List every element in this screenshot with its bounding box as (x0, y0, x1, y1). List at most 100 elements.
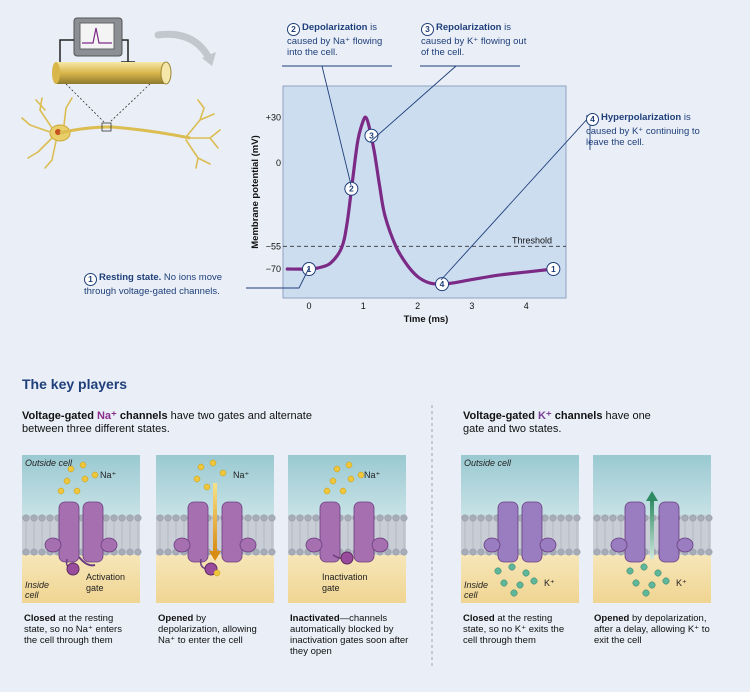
x-tick-label: 4 (524, 301, 529, 311)
x-axis-label: Time (ms) (404, 314, 449, 325)
channel-subunit (221, 501, 243, 563)
lipid-head (609, 514, 617, 522)
lipid-head (392, 548, 400, 556)
inactivation-gate-label: Inactivation gate (322, 572, 368, 593)
lipid-head (593, 514, 601, 522)
lipid-head (573, 514, 581, 522)
point-label: 1 (307, 264, 312, 274)
na-ion (323, 487, 331, 495)
channel-subunit (100, 537, 118, 553)
channel-panel-k-open (593, 455, 713, 603)
na-ion (203, 483, 211, 491)
channel-subunit (610, 537, 628, 553)
threshold-label: Threshold (512, 235, 552, 245)
y-axis-label: Membrane potential (mV) (250, 135, 261, 249)
k-ion-label-1: K⁺ (544, 578, 555, 588)
lipid-head (156, 514, 164, 522)
na-flow-arrowhead (209, 551, 221, 561)
lipid-head (260, 514, 268, 522)
outside-cell-label-k: Outside cell (464, 458, 512, 468)
lipid-head (392, 514, 400, 522)
lipid-head (477, 548, 485, 556)
lipid-head (164, 548, 172, 556)
lipid-head (288, 548, 296, 556)
lipid-head (400, 548, 408, 556)
lipid-head (134, 514, 142, 522)
lipid-head (697, 514, 705, 522)
k-ion (510, 589, 518, 597)
point-marker (435, 277, 450, 292)
point-label: 1 (551, 264, 556, 274)
inside-cell-label-na: Inside cell (25, 580, 50, 600)
lipid-head (46, 514, 54, 522)
caption-na-opened: Opened by depolarization, allowing Na⁺ t… (158, 613, 257, 646)
lipid-head (126, 548, 134, 556)
channel-subunit (371, 537, 389, 553)
lipid-head (288, 514, 296, 522)
caption-k-opened: Opened by depolarization, after a delay,… (594, 613, 710, 646)
channel-subunit (497, 501, 519, 563)
x-tick-label: 3 (469, 301, 474, 311)
inactivation-gate (340, 551, 354, 565)
na-flow-arrow (213, 483, 217, 553)
lipid-head (164, 514, 172, 522)
channel-subunit (173, 537, 191, 553)
lipid-head (110, 514, 118, 522)
point-label: 3 (369, 131, 374, 141)
lipid-head (30, 548, 38, 556)
lipid-head (268, 548, 276, 556)
k-channel-intro: Voltage-gated K⁺ channels have one gate … (463, 410, 651, 435)
k-ion (500, 579, 508, 587)
x-tick-label: 0 (306, 301, 311, 311)
lipid-head (549, 514, 557, 522)
lipid-head (541, 514, 549, 522)
channel-panels (22, 455, 713, 603)
channel-subunit (624, 501, 646, 563)
inside-region (22, 555, 140, 603)
lipid-head (376, 514, 384, 522)
lipid-head (601, 514, 609, 522)
channel-panel-na-open (156, 455, 276, 603)
channel-subunit (187, 501, 209, 563)
lipid-head (38, 514, 46, 522)
na-ion (209, 459, 217, 467)
k-ion (648, 581, 656, 589)
outside-cell-label-na: Outside cell (25, 458, 73, 468)
caption-na-inactivated: Inactivated—channels automatically block… (290, 613, 409, 657)
lipid-head (384, 514, 392, 522)
lipid-head (601, 548, 609, 556)
y-tick-label: 0 (276, 158, 281, 168)
lipid-head (344, 514, 352, 522)
action-potential-line (285, 115, 555, 286)
lipid-head (565, 514, 573, 522)
lipid-head (681, 514, 689, 522)
lipid-head (469, 514, 477, 522)
na-ion (345, 461, 353, 469)
lipid-head (126, 514, 134, 522)
k-ion (654, 569, 662, 577)
channel-subunit (353, 501, 375, 563)
channel-subunit (58, 501, 80, 563)
lipid-head (102, 514, 110, 522)
k-ion (626, 567, 634, 575)
point-marker (344, 181, 359, 196)
point-marker (364, 128, 379, 143)
lipid-head (469, 548, 477, 556)
inside-cell-label-k: Inside cell (464, 580, 489, 600)
lipid-head (705, 548, 713, 556)
channel-subunit (676, 537, 694, 553)
k-ion-label-2: K⁺ (676, 578, 687, 588)
lipid-head (156, 548, 164, 556)
lipid-head (312, 514, 320, 522)
na-ion (339, 487, 347, 495)
k-ion (494, 567, 502, 575)
k-ion (522, 569, 530, 577)
neuron-illustration (21, 17, 221, 169)
point-label: 2 (349, 184, 354, 194)
x-tick-label: 2 (415, 301, 420, 311)
activation-gate-label: Activation gate (86, 572, 126, 593)
